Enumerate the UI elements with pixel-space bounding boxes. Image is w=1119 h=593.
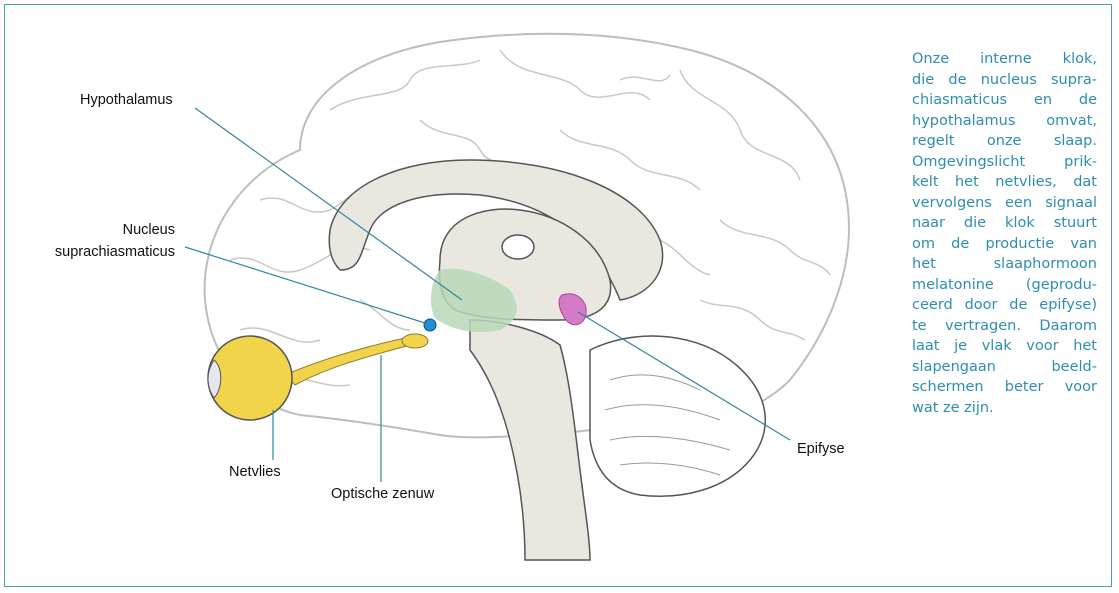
label-nucleus-line1: Nucleus (122, 222, 175, 238)
caption-line: vervolgens een signaal (912, 194, 1097, 211)
caption-line: hypothalamus omvat, (912, 112, 1097, 129)
leader-lines (184, 107, 791, 482)
cerebellum (589, 335, 767, 497)
label-optische-zenuw: Optische zenuw (331, 486, 435, 502)
leader-nucleus (184, 246, 429, 325)
caption-line: Onze interne klok, (912, 51, 1097, 67)
caption-line: schermen beter voor (912, 379, 1097, 395)
scn-dot (423, 318, 437, 332)
cerebellum-folia (604, 374, 731, 476)
caption-line: melatonine (geprodu- (912, 276, 1097, 293)
label-epifyse: Epifyse (797, 441, 845, 457)
caption-line: om de productie van (912, 235, 1097, 252)
label-hypothalamus: Hypothalamus (80, 92, 173, 108)
diagram-frame (4, 4, 1112, 587)
brainstem (469, 319, 591, 561)
cortex-folds (229, 49, 831, 387)
hypothalamus-region (430, 268, 517, 332)
epifyse-gland (558, 293, 587, 326)
caption-line: Omgevingslicht prik- (912, 153, 1097, 170)
interthalamic-adhesion (501, 234, 535, 260)
caption-line: het slaaphormoon (912, 256, 1097, 272)
caption-line: te vertragen. Daarom (912, 317, 1097, 334)
caption-line: die de nucleus supra- (912, 71, 1097, 88)
caption-line: naar die klok stuurt (912, 215, 1097, 231)
caption-line: regelt onze slaap. (912, 133, 1097, 149)
caption-line: slapengaan beeld- (912, 358, 1097, 375)
caption-text: Onze interne klok, die de nucleus supra-… (912, 49, 1097, 418)
corpus-callosum (328, 159, 664, 301)
leader-epifyse (577, 311, 791, 441)
optic-chiasm (401, 333, 429, 349)
leader-hypothalamus (194, 107, 463, 301)
caption-line: wat ze zijn. (912, 399, 994, 416)
caption-line: kelt het netvlies, dat (912, 174, 1097, 190)
label-nucleus-line2: suprachiasmaticus (54, 244, 175, 260)
caption-line: ceerd door de epifyse) (912, 297, 1097, 313)
caption-line: chiasmaticus en de (912, 92, 1097, 108)
label-netvlies: Netvlies (229, 464, 281, 480)
eye-lens (207, 359, 222, 399)
caption-line: laat je vlak voor het (912, 338, 1097, 354)
